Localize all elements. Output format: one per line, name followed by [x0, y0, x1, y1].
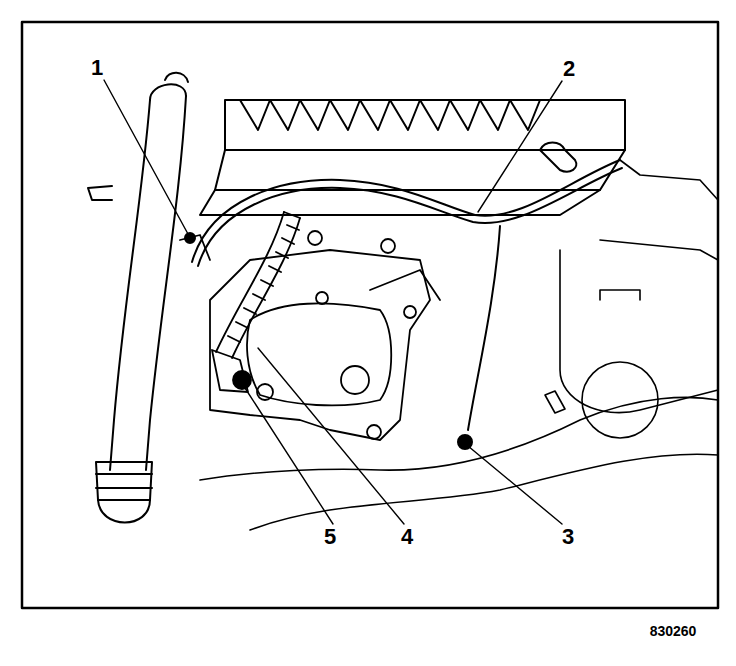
leader-line: [245, 388, 333, 524]
ground-cable: [185, 233, 195, 243]
leader-line: [258, 348, 404, 524]
ground-cable: [468, 226, 500, 430]
callout-number: 1: [91, 57, 103, 79]
figure-number: 830260: [650, 624, 697, 638]
ground-strap: [284, 212, 300, 218]
coolant-hose: [96, 474, 152, 488]
engine-mount-bracket: [316, 292, 328, 304]
engine-mount-bracket: [180, 231, 440, 440]
leader-line: [468, 446, 562, 524]
coolant-hose: [96, 462, 152, 500]
air-cleaner: [215, 150, 625, 190]
air-cleaner: [540, 143, 576, 172]
engine-mount-bracket: [381, 239, 395, 253]
engine-mount-bracket: [367, 425, 381, 439]
air-cleaner: [240, 100, 540, 130]
transmission-housing: [250, 454, 718, 530]
coolant-hose: [88, 186, 112, 200]
ground-cable: [192, 160, 620, 262]
transmission-housing: [620, 160, 718, 200]
transmission-housing: [200, 160, 718, 530]
engine-mount-bracket: [404, 306, 416, 318]
ground-strap: [212, 212, 300, 400]
ground-strap: [228, 225, 299, 342]
leader-line: [104, 80, 562, 524]
callout-number: 3: [562, 526, 574, 548]
ground-cable: [198, 168, 622, 266]
engine-mount-bracket: [247, 303, 391, 405]
leader-line: [478, 81, 562, 212]
coolant-hose: [88, 73, 188, 523]
engine-illustration: [22, 22, 718, 608]
engine-mount-bracket: [308, 231, 322, 245]
ground-strap: [232, 218, 300, 358]
transmission-housing: [545, 391, 565, 413]
ground-cable: [185, 160, 622, 449]
callout-number: 4: [401, 526, 413, 548]
ground-strap: [216, 212, 284, 352]
callout-number: 2: [563, 58, 575, 80]
engine-mount-bracket: [370, 270, 440, 300]
ground-strap: [233, 371, 251, 389]
frame: [22, 22, 718, 608]
coolant-hose: [146, 96, 186, 470]
engine-mount-bracket: [341, 366, 369, 394]
coolant-hose: [150, 84, 186, 100]
coolant-hose: [110, 100, 150, 470]
coolant-hose: [165, 73, 188, 82]
transmission-housing: [582, 362, 658, 438]
coolant-hose: [98, 500, 150, 523]
leader-line: [104, 80, 188, 234]
callout-number: 5: [324, 526, 336, 548]
air-cleaner: [225, 100, 625, 150]
transmission-housing: [600, 240, 718, 260]
ground-strap: [257, 384, 273, 400]
transmission-housing: [600, 290, 640, 300]
